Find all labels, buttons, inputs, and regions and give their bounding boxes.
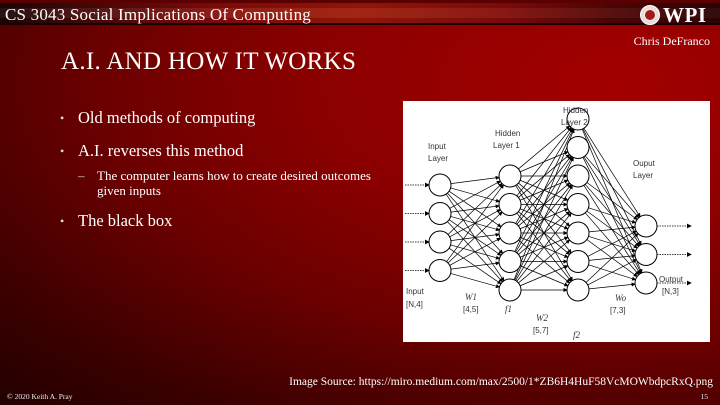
label-output-layer: Ouput: [633, 159, 656, 168]
neuron-node: [428, 259, 452, 282]
header-bar: CS 3043 Social Implications Of Computing…: [0, 0, 720, 26]
neuron-node: [566, 221, 590, 245]
neuron-node: [566, 193, 590, 216]
label-wo: Wo: [615, 293, 627, 303]
neuron-node: [428, 230, 452, 254]
svg-text:Layer 2: Layer 2: [561, 118, 588, 127]
svg-text:[7,3]: [7,3]: [610, 306, 626, 315]
image-source-caption: Image Source: https://miro.medium.com/ma…: [289, 376, 713, 388]
svg-text:[N,4]: [N,4]: [406, 300, 423, 309]
neuron-node: [498, 250, 522, 273]
label-hidden-2: Hidden: [563, 106, 588, 115]
copyright: © 2020 Keith A. Pray: [7, 392, 73, 401]
neuron-node: [634, 271, 658, 295]
course-title: CS 3043 Social Implications Of Computing: [5, 5, 311, 24]
dash-marker: –: [78, 168, 85, 183]
label-w2: W2: [536, 313, 548, 323]
page-number: 15: [700, 392, 709, 401]
wpi-seal-icon: [640, 5, 660, 25]
sub-bullet-text: The computer learns how to create desire…: [97, 168, 371, 198]
neuron-node: [498, 193, 522, 216]
header-shine: [0, 8, 720, 18]
svg-text:[4,5]: [4,5]: [463, 305, 479, 314]
label-input-layer: Input: [428, 142, 447, 151]
slide-title: A.I. AND HOW IT WORKS: [61, 48, 357, 75]
neuron-node: [566, 278, 590, 302]
label-w1: W1: [465, 292, 477, 302]
neuron-node: [566, 136, 590, 159]
neuron-node: [634, 214, 658, 238]
wpi-logo: WPI: [640, 4, 707, 26]
neuron-node: [498, 278, 522, 302]
neuron-node: [634, 243, 658, 266]
bullet-list: Old methods of computing A.I. reverses t…: [60, 108, 380, 244]
label-hidden-1: Hidden: [495, 129, 520, 138]
sub-bullet-item: – The computer learns how to create desi…: [78, 168, 380, 198]
neuron-node: [566, 107, 590, 131]
neural-network-diagram: Input Layer Hidden Layer 1 Hidden Layer …: [403, 101, 710, 342]
logo-text: WPI: [663, 3, 707, 27]
neuron-node: [566, 164, 590, 188]
neuron-node: [428, 202, 452, 225]
neuron-node: [498, 221, 522, 245]
bullet-item: A.I. reverses this method: [60, 141, 380, 161]
neuron-node: [428, 173, 452, 197]
svg-text:Layer 1: Layer 1: [493, 141, 520, 150]
svg-text:Layer: Layer: [633, 171, 653, 180]
bullet-item: The black box: [60, 211, 380, 231]
svg-text:[5,7]: [5,7]: [533, 326, 549, 335]
neuron-node: [498, 164, 522, 188]
label-input-dim: Input: [406, 287, 425, 296]
neuron-node: [566, 250, 590, 273]
svg-text:Layer: Layer: [428, 154, 448, 163]
label-f1: f1: [505, 304, 512, 314]
author-name: Chris DeFranco: [633, 34, 710, 48]
label-f2: f2: [573, 330, 581, 340]
bullet-item: Old methods of computing: [60, 108, 380, 128]
label-output-dim: Output: [659, 275, 684, 284]
svg-text:[N,3]: [N,3]: [662, 287, 679, 296]
